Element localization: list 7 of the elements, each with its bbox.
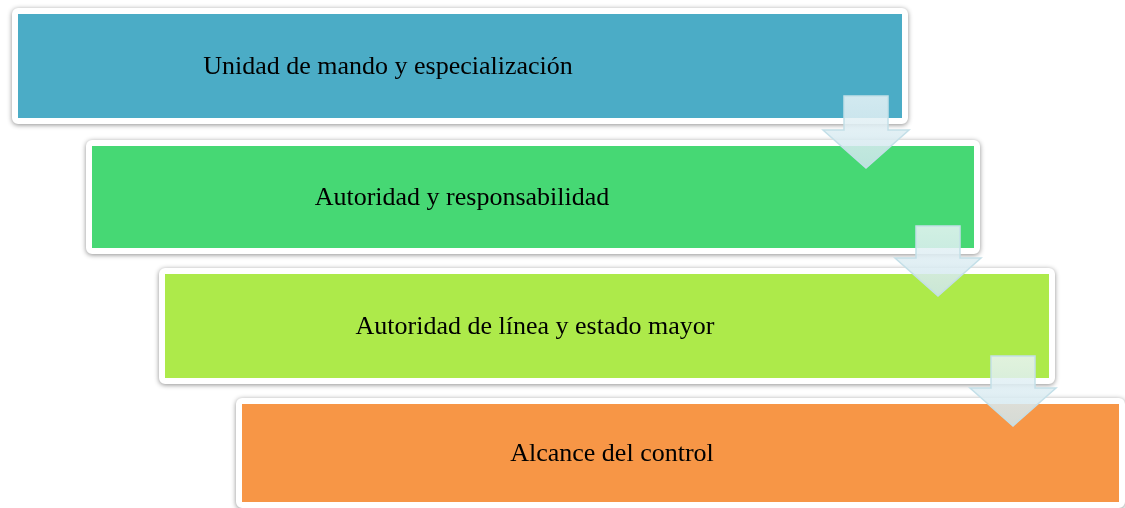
box-label: Alcance del control: [510, 436, 714, 469]
box-label: Unidad de mando y especialización: [203, 49, 573, 82]
block-arrow: [821, 95, 911, 169]
block-arrow: [893, 225, 983, 297]
box-label: Autoridad y responsabilidad: [314, 180, 610, 213]
block-arrow: [968, 355, 1058, 427]
box-label: Autoridad de línea y estado mayor: [355, 309, 715, 342]
